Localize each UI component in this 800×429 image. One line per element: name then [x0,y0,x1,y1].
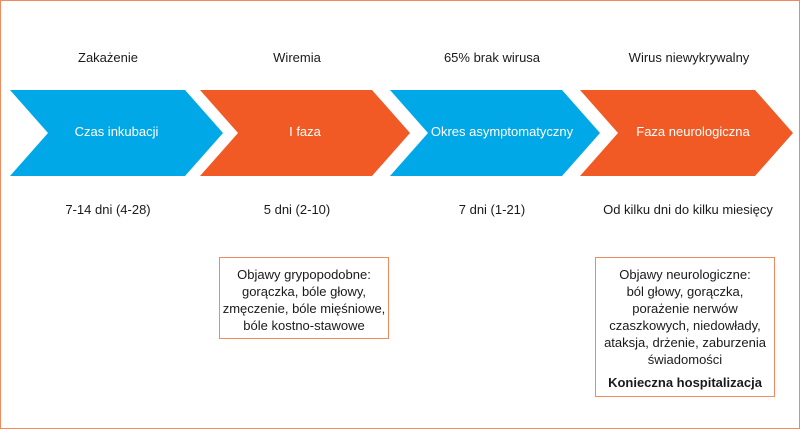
arrow-label-phase-1: I faza [289,124,321,139]
stage-title-3: 65% brak wirusa [443,50,541,65]
symptoms-neuro-line-6: świadomości [647,352,723,367]
stage-title-2: Wiremia [273,50,321,65]
arrow-neurological [580,90,793,176]
symptoms-flu-line-4: bóle kostno-stawowe [243,318,365,333]
symptoms-box-flu-like: Objawy grypopodobne: gorączka, bóle głow… [219,257,389,339]
arrow-incubation [10,90,223,176]
arrow-label-incubation: Czas inkubacji [74,124,159,139]
symptoms-neuro-line-3: porażenie nerwów [632,301,738,316]
arrow-label-neurological: Faza neurologiczna [636,124,750,139]
stage-title-4: Wirus niewykrywalny [628,50,750,65]
symptoms-neuro-line-2: ból głowy, gorączka, [626,284,744,299]
symptoms-neuro-line-4: czaszkowych, niedowłady, [609,318,761,333]
arrow-phase-1 [200,90,410,176]
duration-neurological: Od kilku dni do kilku miesięcy [603,202,773,217]
symptoms-neuro-line-1: Objawy neurologiczne: [619,267,751,282]
symptoms-flu-line-2: gorączka, bóle głowy, [241,284,367,299]
stage-title-1: Zakażenie [78,50,138,65]
duration-asymptomatic: 7 dni (1-21) [458,202,526,217]
arrow-asymptomatic [390,90,600,176]
symptoms-box-neurological: Objawy neurologiczne: ból głowy, gorączk… [595,257,775,397]
symptoms-flu-line-1: Objawy grypopodobne: [237,267,371,282]
arrow-label-asymptomatic: Okres asymptomatyczny [430,124,574,139]
hospitalization-required: Konieczna hospitalizacja [608,375,762,390]
duration-phase-1: 5 dni (2-10) [263,202,331,217]
symptoms-flu-line-3: zmęczenie, bóle mięśniowe, [222,301,386,316]
duration-incubation: 7-14 dni (4-28) [65,202,151,217]
symptoms-neuro-line-5: ataksja, drżenie, zaburzenia [604,335,766,350]
